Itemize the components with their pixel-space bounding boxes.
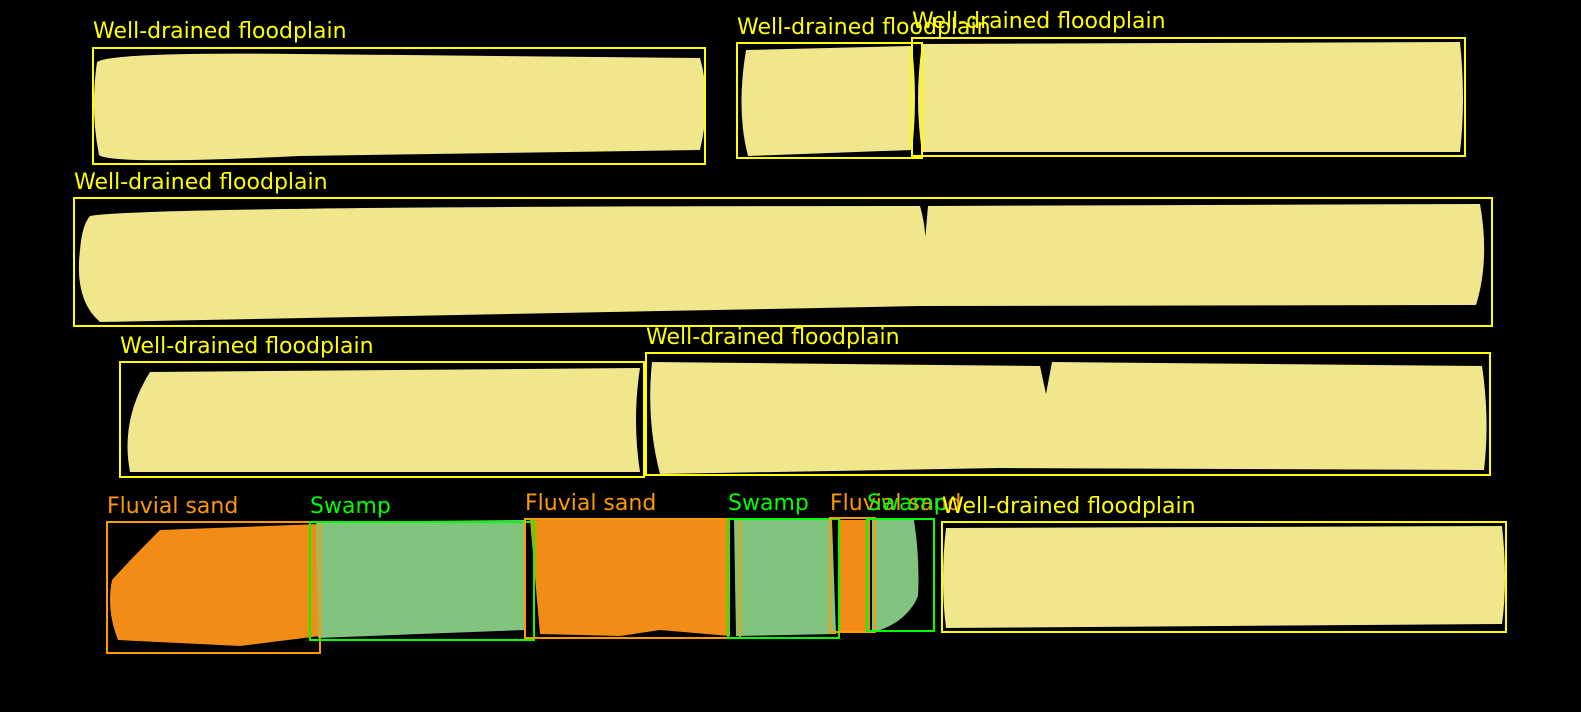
bounding-box xyxy=(829,517,876,633)
bounding-box xyxy=(736,42,923,159)
region-label: Swamp xyxy=(310,494,391,519)
region-labels: Well-drained floodplain Well-drained flo… xyxy=(74,9,1196,519)
region-fill xyxy=(127,368,640,472)
bounding-box xyxy=(92,47,706,165)
region-fill xyxy=(943,526,1505,628)
bounding-box xyxy=(119,361,645,478)
bounding-box xyxy=(645,352,1491,476)
region-fill xyxy=(838,520,870,632)
region-label: Fluvial sand xyxy=(525,491,656,516)
region-fill xyxy=(93,53,706,161)
region-fill xyxy=(110,524,320,646)
region-label: Well-drained floodplain xyxy=(74,170,328,195)
region-label: Well-drained floodplain xyxy=(120,334,374,359)
bounding-box xyxy=(727,518,840,639)
region-label: Well-drained floodplain xyxy=(942,494,1196,519)
region-fill xyxy=(872,520,919,630)
bounding-box xyxy=(941,521,1507,633)
region-boxes xyxy=(73,37,1507,654)
region-label: Swamp xyxy=(728,491,809,516)
region-fill xyxy=(530,520,730,636)
region-fill xyxy=(734,520,836,636)
region-label: Well-drained floodplain xyxy=(93,19,347,44)
region-fill xyxy=(78,204,1485,322)
region-label: Fluvial sand xyxy=(107,494,238,519)
region-fill xyxy=(918,42,1463,152)
region-label: Well-drained floodplain xyxy=(912,9,1166,34)
region-fill xyxy=(316,520,526,638)
bounding-box xyxy=(866,518,935,632)
region-fill xyxy=(650,362,1487,474)
region-label: Fluvial sand xyxy=(830,491,961,516)
bounding-box xyxy=(524,518,741,639)
region-label: Well-drained floodplain xyxy=(646,325,900,350)
region-fills xyxy=(78,42,1505,646)
region-fill xyxy=(741,46,915,156)
bounding-box xyxy=(309,521,535,641)
region-label: Swamp xyxy=(867,491,948,516)
region-label: Well-drained floodplain xyxy=(737,15,991,40)
bounding-box xyxy=(911,37,1466,157)
bounding-box xyxy=(106,521,321,654)
bounding-box xyxy=(73,197,1493,327)
